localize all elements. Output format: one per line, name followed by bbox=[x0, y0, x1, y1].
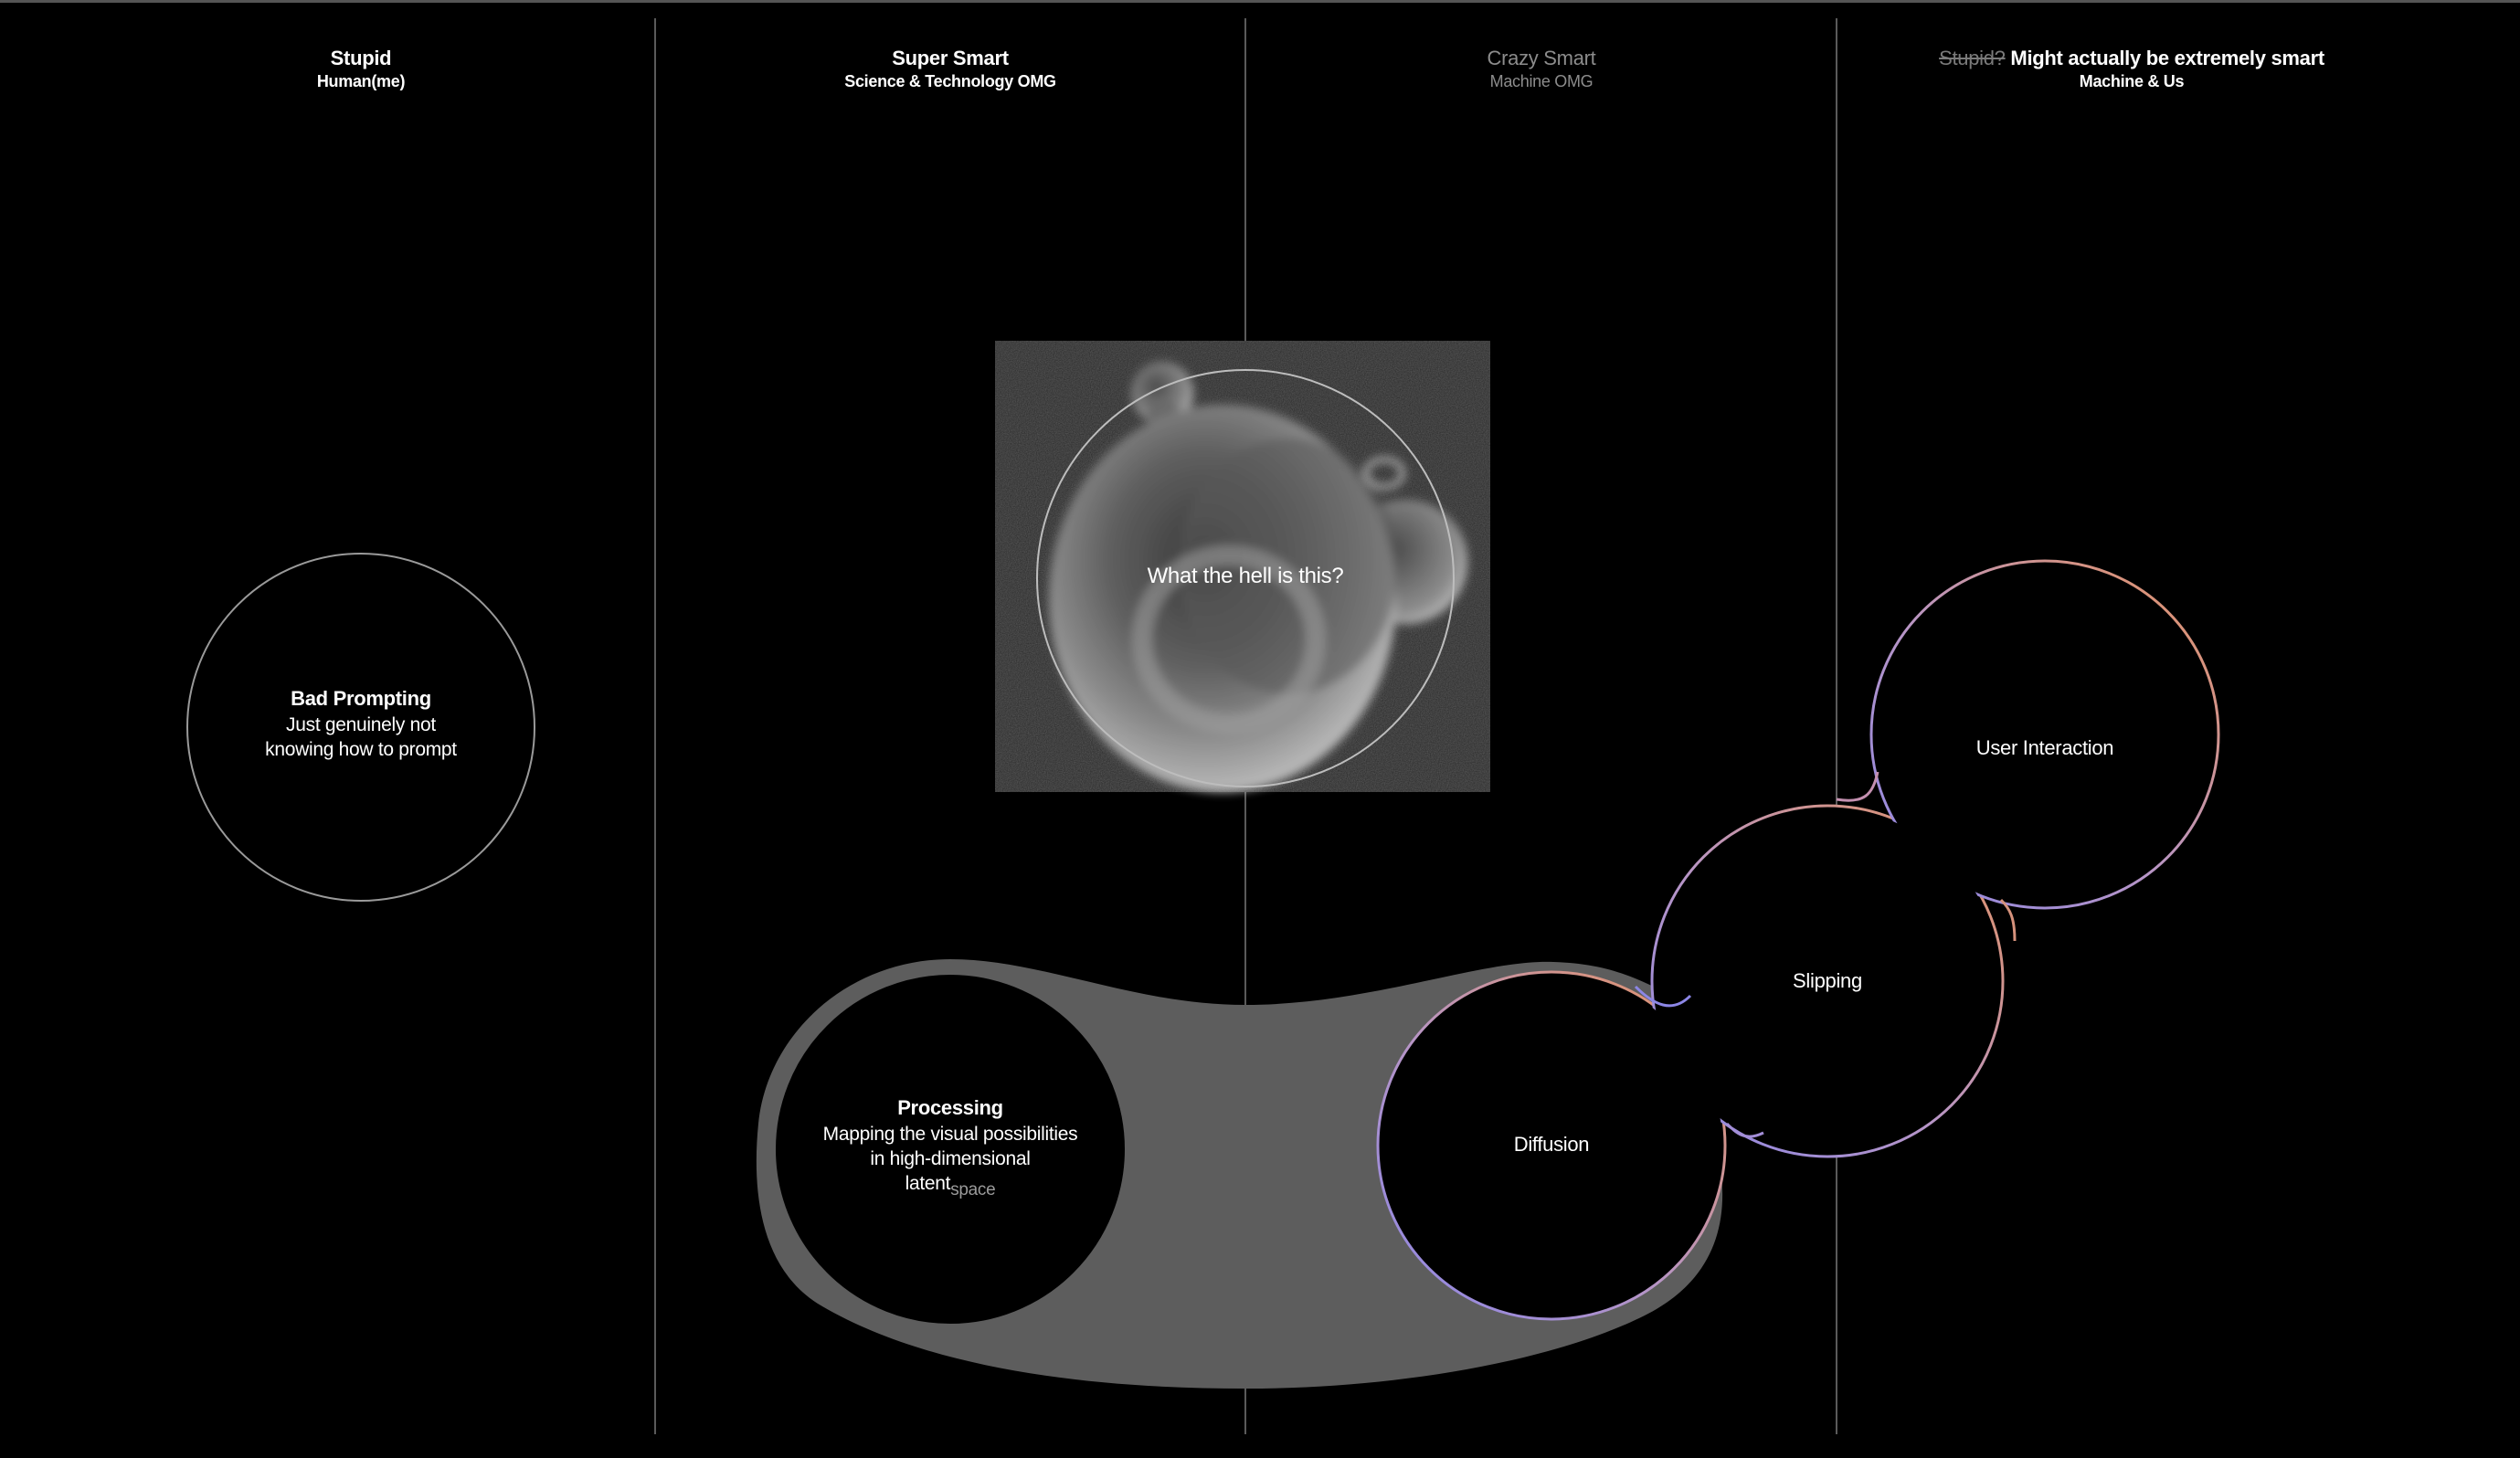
node-title: Processing bbox=[897, 1096, 1003, 1119]
process-chain bbox=[1376, 559, 2220, 1321]
node-desc-line-2: in high-dimensional bbox=[870, 1148, 1031, 1169]
processing-circle bbox=[776, 975, 1125, 1324]
column-header-crazy-smart: Crazy Smart Machine OMG bbox=[1249, 46, 1834, 91]
column-header-machine-and-us: Stupid? Might actually be extremely smar… bbox=[1839, 46, 2424, 91]
node-desc-line-1: Just genuinely not bbox=[286, 714, 436, 735]
slipping-label: Slipping bbox=[1793, 969, 1862, 992]
column-subtitle: Science & Technology OMG bbox=[844, 72, 1056, 90]
top-border bbox=[0, 0, 2520, 3]
space-word: space bbox=[950, 1180, 996, 1199]
struck-title: Stupid? bbox=[1939, 47, 2006, 69]
column-header-super-smart: Super Smart Science & Technology OMG bbox=[658, 46, 1243, 91]
column-title: Crazy Smart bbox=[1487, 47, 1596, 69]
processing-label: Processing Mapping the visual possibilit… bbox=[786, 1094, 1115, 1199]
latent-word: latent bbox=[905, 1173, 951, 1194]
column-title: Super Smart bbox=[892, 47, 1009, 69]
node-title: Bad Prompting bbox=[291, 687, 431, 710]
column-title: Stupid bbox=[330, 47, 392, 69]
diffusion-label: Diffusion bbox=[1513, 1133, 1590, 1156]
column-header-stupid: Stupid Human(me) bbox=[69, 46, 653, 91]
blob-image bbox=[995, 341, 1490, 792]
user-interaction-label: User Interaction bbox=[1975, 736, 2114, 759]
bad-prompting-circle bbox=[186, 553, 535, 902]
blob-halo-ring bbox=[1036, 369, 1455, 787]
column-subtitle: Machine & Us bbox=[2079, 72, 2185, 90]
bad-prompting-label: Bad Prompting Just genuinely not knowing… bbox=[215, 685, 507, 762]
node-desc-line-1: Mapping the visual possibilities bbox=[822, 1124, 1078, 1145]
column-subtitle: Human(me) bbox=[316, 72, 406, 90]
node-desc-line-2: knowing how to prompt bbox=[265, 739, 457, 760]
column-title: Might actually be extremely smart bbox=[2010, 47, 2324, 69]
blob-question-label: What the hell is this? bbox=[1147, 564, 1344, 588]
column-subtitle: Machine OMG bbox=[1489, 72, 1594, 90]
